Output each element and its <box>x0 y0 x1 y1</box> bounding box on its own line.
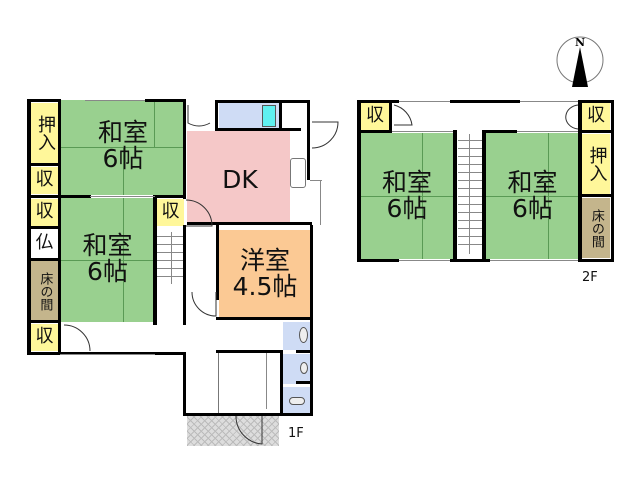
floor-tag-1f: 1F <box>288 426 304 441</box>
utility-room <box>218 352 280 414</box>
door-arc-icon <box>191 291 217 317</box>
north-arrow-icon <box>556 36 604 87</box>
washbasin-icon <box>299 327 308 343</box>
bathtub-icon <box>262 105 276 127</box>
room-yoshitsu <box>219 230 311 318</box>
tokonoma-1f: 床の間 <box>30 261 59 321</box>
door-arc-icon <box>185 199 213 227</box>
compass-north-label: N <box>575 36 586 49</box>
storage-shu-1f-1: 収 <box>30 167 59 194</box>
storage-shu-2f-left: 収 <box>361 103 389 130</box>
entrance-door-arc-icon <box>235 415 263 445</box>
toilet-icon <box>300 362 308 374</box>
storage-shu-2f-right: 収 <box>582 103 610 130</box>
kitchen-sink-icon <box>290 158 306 188</box>
room-label-washitsu-1f-bottom: 和室 6帖 <box>82 230 133 286</box>
door-arc-icon <box>565 104 579 130</box>
entrance-porch <box>187 416 279 446</box>
storage-shu-1f-3: 収 <box>157 199 184 226</box>
storage-shu-1f-2: 収 <box>30 199 59 226</box>
tokonoma-2f: 床の間 <box>582 198 610 258</box>
room-label-washitsu-2f-left: 和室 6帖 <box>381 167 432 223</box>
urinal-icon <box>289 397 305 405</box>
room-label-dk: DK <box>222 164 258 194</box>
butsudan-1f: 仏 <box>30 230 59 257</box>
storage-oshiire-1f: 押入 <box>30 103 59 163</box>
storage-shu-1f-4: 収 <box>30 324 59 351</box>
compass: N <box>550 30 610 90</box>
door-arc-icon <box>187 105 211 127</box>
room-label-yoshitsu: 洋室 4.5帖 <box>232 245 298 301</box>
room-label-washitsu-1f-top: 和室 6帖 <box>97 117 148 173</box>
door-arc-icon <box>393 104 413 126</box>
storage-oshiire-2f: 押入 <box>582 134 610 194</box>
door-arc-icon <box>311 121 339 149</box>
floor-tag-2f: 2F <box>582 270 598 285</box>
door-arc-icon <box>63 324 91 352</box>
room-label-washitsu-2f-right: 和室 6帖 <box>507 167 558 223</box>
